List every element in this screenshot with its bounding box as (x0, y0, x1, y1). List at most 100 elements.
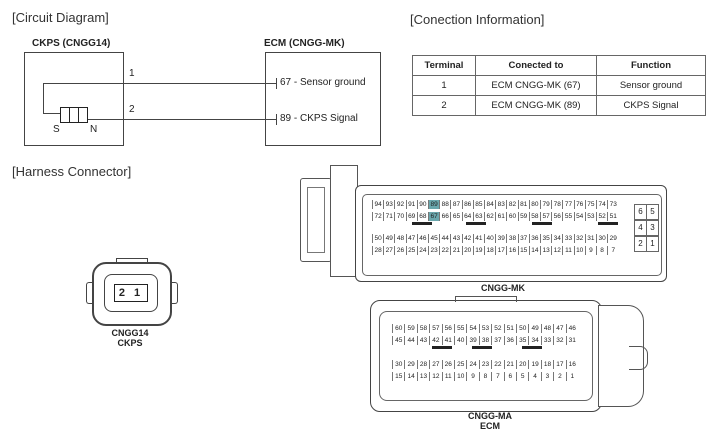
connector-pin: 67 (428, 212, 440, 221)
connector-pin: 17 (495, 246, 506, 255)
connector-pin: 46 (565, 324, 578, 333)
connector-pin: 5 (646, 204, 659, 220)
connector-pin: 41 (472, 234, 484, 243)
connector-pin: 18 (540, 360, 553, 369)
connector-pin: 35 (516, 336, 528, 345)
connector-pin: 39 (466, 336, 478, 345)
connector-pin: 44 (404, 336, 416, 345)
connector-pin: 29 (404, 360, 416, 369)
cell-function: Sensor ground (596, 75, 706, 96)
connector-pin: 9 (466, 372, 478, 381)
ecm-box (265, 52, 381, 146)
connector-pin: 50 (372, 234, 383, 243)
connector-pin: 22 (439, 246, 450, 255)
connector-pin: 90 (416, 200, 428, 209)
connector-pin: 82 (506, 200, 517, 209)
connector-pin: 66 (439, 212, 450, 221)
connector-pin: 25 (405, 246, 417, 255)
connection-info-title: [Conection Information] (410, 12, 545, 27)
connector-pin: 42 (429, 336, 441, 345)
connector-pin: 44 (439, 234, 450, 243)
connector-pin: 70 (394, 212, 405, 221)
connector-pin: 77 (562, 200, 573, 209)
connector-pin: 92 (394, 200, 405, 209)
connector-pin: 52 (491, 324, 503, 333)
circuit-diagram-title: [Circuit Diagram] (12, 10, 109, 25)
connector-pin: 74 (596, 200, 607, 209)
pin-divider (472, 346, 492, 349)
connector-pin: 50 (516, 324, 528, 333)
connector-pin: 58 (416, 324, 429, 333)
pin-divider (412, 222, 432, 225)
wire-1 (122, 83, 276, 84)
mk-flange (330, 165, 358, 277)
table-row: 1 ECM CNGG-MK (67) Sensor ground (412, 75, 706, 96)
connector-pin: 56 (551, 212, 562, 221)
connector-pin: 51 (503, 324, 516, 333)
ckps-box (24, 52, 124, 146)
sensor-wire-left (43, 83, 44, 113)
mk-connector-body (355, 185, 667, 282)
connector-pin: 54 (573, 212, 585, 221)
connector-pin: 26 (441, 360, 454, 369)
connector-pin: 11 (562, 246, 573, 255)
connector-pin: 21 (503, 360, 516, 369)
connector-pin: 48 (540, 324, 553, 333)
connector-pin: 48 (394, 234, 405, 243)
connector-pin: 17 (553, 360, 565, 369)
connector-pin: 52 (596, 212, 607, 221)
connector-pin: 30 (392, 360, 404, 369)
connector-pin: 62 (484, 212, 495, 221)
connector-pin: 58 (528, 212, 540, 221)
connector-pin: 43 (416, 336, 429, 345)
connector-pin: 3 (646, 220, 659, 236)
connector-pin: 15 (392, 372, 404, 381)
connector-pin: 55 (454, 324, 466, 333)
connector-pin: 71 (383, 212, 394, 221)
connector-pin: 46 (416, 234, 428, 243)
connector-pin: 28 (372, 246, 383, 255)
sensor-s-label: S (53, 124, 60, 135)
connector-pin: 53 (478, 324, 491, 333)
connector-pin: 49 (528, 324, 540, 333)
connector-pin: 36 (528, 234, 540, 243)
mk-latch (300, 178, 332, 262)
cell-connected-to: ECM CNGG-MK (67) (475, 75, 597, 96)
connector-pin: 72 (372, 212, 383, 221)
connector-pin: 10 (454, 372, 466, 381)
connector-pin: 45 (392, 336, 404, 345)
ma-label: CNGG-MA (468, 411, 512, 421)
connector-pin: 35 (540, 234, 551, 243)
connector-pin: 10 (573, 246, 585, 255)
connector-pin: 31 (565, 336, 578, 345)
connector-pin: 8 (596, 246, 607, 255)
ecm-pin-67-label: 67 - Sensor ground (280, 77, 366, 88)
connector-pin: 26 (394, 246, 405, 255)
connector-pin: 14 (528, 246, 540, 255)
connector-pin: 34 (528, 336, 540, 345)
wire-2-label: 2 (129, 104, 135, 115)
connector-pin: 36 (503, 336, 516, 345)
connector-pin: 14 (404, 372, 416, 381)
connector-pin: 31 (584, 234, 596, 243)
connector-pin: 75 (584, 200, 596, 209)
connector-pin: 5 (516, 372, 528, 381)
connector-pin: 40 (454, 336, 466, 345)
connector-pin: 4 (528, 372, 540, 381)
connector-pin: 81 (517, 200, 529, 209)
header-connected-to: Conected to (475, 55, 597, 76)
pin-divider (598, 222, 618, 225)
mk-caption: CNGG-MK (481, 283, 525, 293)
ma-caption: CNGG-MA ECM (445, 411, 535, 431)
connector-pin: 20 (461, 246, 473, 255)
connector-pin: 94 (372, 200, 383, 209)
connector-pin: 42 (461, 234, 473, 243)
connector-pin: 68 (416, 212, 428, 221)
connector-pin: 60 (506, 212, 517, 221)
connection-table: Terminal Conected to Function 1 ECM CNGG… (412, 55, 706, 116)
connector-pin: 69 (405, 212, 417, 221)
cngg14-caption: CNGG14 CKPS (100, 328, 160, 348)
connector-pin: 45 (428, 234, 439, 243)
connector-pin: 80 (528, 200, 540, 209)
connector-pin: 78 (551, 200, 562, 209)
